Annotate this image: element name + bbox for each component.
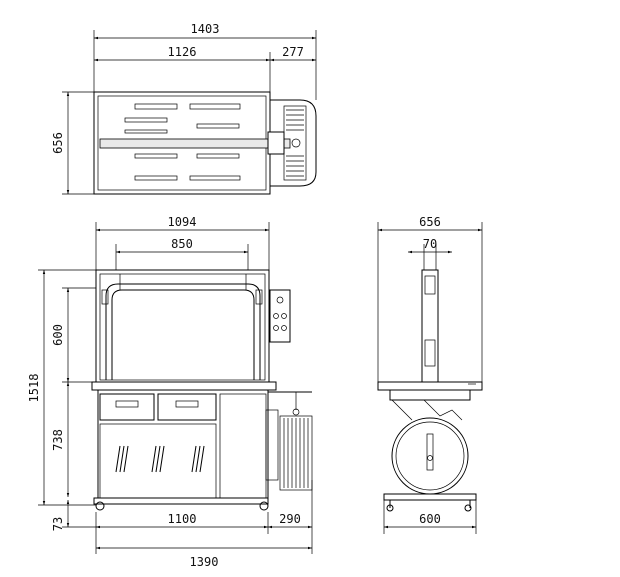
dim-front-foot: 73 bbox=[51, 517, 65, 531]
dim-top-body: 1126 bbox=[168, 45, 197, 59]
dim-side-base: 600 bbox=[419, 512, 441, 526]
dim-front-width: 1094 bbox=[168, 215, 197, 229]
dim-top-overall: 1403 bbox=[191, 22, 220, 36]
dim-front-inner: 850 bbox=[171, 237, 193, 251]
front-view: 1094 850 1518 600 738 73 1100 290 1390 bbox=[27, 215, 313, 569]
dim-side-arch: 70 bbox=[423, 237, 437, 251]
top-view: 1403 1126 277 656 bbox=[51, 22, 317, 195]
dim-top-ext: 277 bbox=[282, 45, 304, 59]
dim-side-width: 656 bbox=[419, 215, 441, 229]
dim-front-base: 1100 bbox=[168, 512, 197, 526]
dim-front-arch: 600 bbox=[51, 324, 65, 346]
dim-front-ext: 290 bbox=[279, 512, 301, 526]
side-view: 656 70 600 bbox=[377, 215, 483, 534]
dim-front-table: 738 bbox=[51, 429, 65, 451]
dim-top-depth: 656 bbox=[51, 132, 65, 154]
dim-front-height: 1518 bbox=[27, 374, 41, 403]
dim-front-overall: 1390 bbox=[190, 555, 219, 569]
